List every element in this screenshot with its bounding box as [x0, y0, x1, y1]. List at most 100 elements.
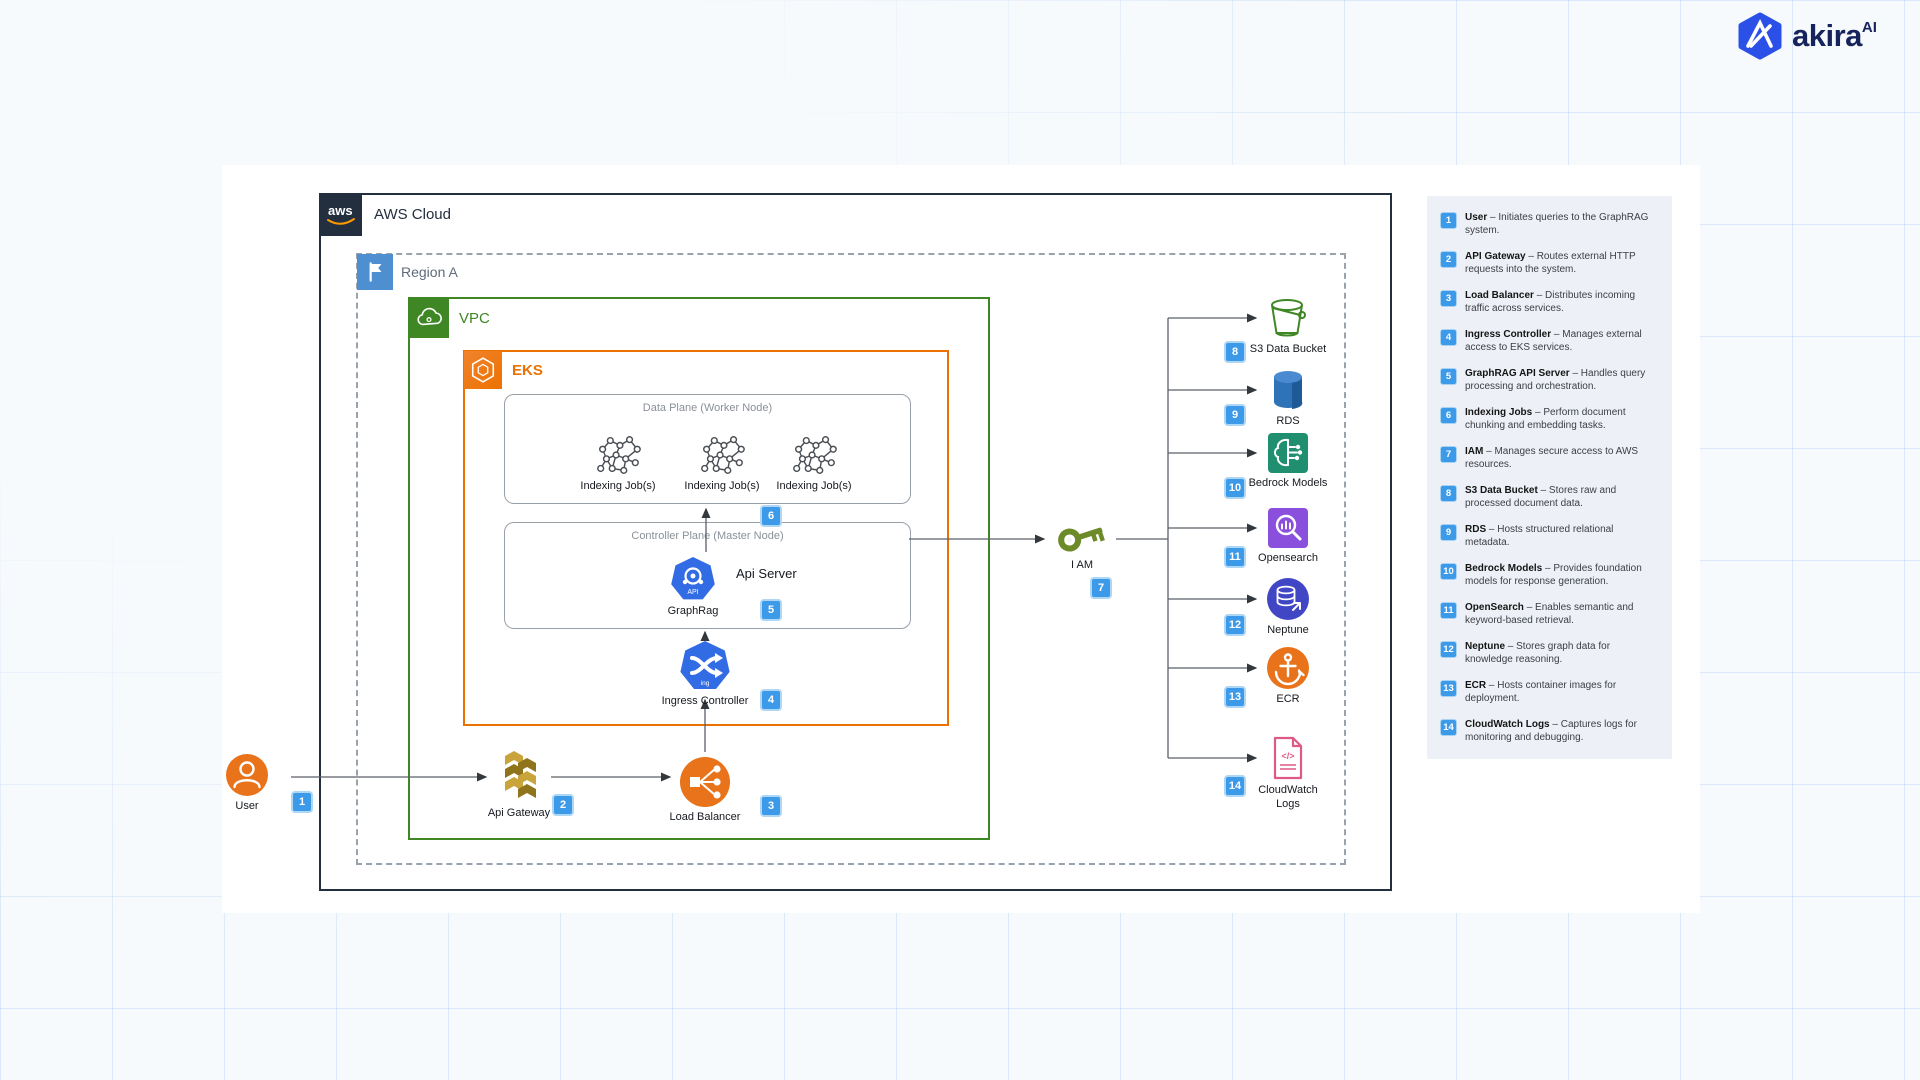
legend-item: 13 ECR – Hosts container images for depl… [1440, 679, 1659, 705]
ecr-node: ECR [1228, 646, 1348, 707]
legend-item-name: OpenSearch [1465, 601, 1524, 613]
api-gateway-icon [505, 751, 536, 798]
indexing-job-graph-icon [793, 436, 837, 474]
legend-item: 14 CloudWatch Logs – Captures logs for m… [1440, 718, 1659, 744]
legend-item: 10 Bedrock Models – Provides foundation … [1440, 562, 1659, 588]
legend-item-number: 8 [1440, 484, 1457, 502]
legend-item-name: RDS [1465, 523, 1487, 535]
bedrock-models-icon [1268, 433, 1308, 473]
legend-item-name: IAM [1465, 445, 1484, 457]
legend-item-number: 6 [1440, 406, 1457, 424]
legend-item-text: User – Initiates queries to the GraphRAG… [1465, 211, 1659, 237]
step-badge-1: 1 [291, 791, 313, 813]
legend-item-name: Neptune [1465, 640, 1505, 652]
legend-item-number: 13 [1440, 679, 1457, 697]
opensearch-icon [1268, 508, 1308, 548]
legend-item-text: API Gateway – Routes external HTTP reque… [1465, 250, 1659, 276]
legend-item: 12 Neptune – Stores graph data for knowl… [1440, 640, 1659, 666]
legend-panel: 1 User – Initiates queries to the GraphR… [1427, 196, 1672, 759]
region-label: Region A [401, 264, 458, 280]
bedrock-models-node: Bedrock Models [1228, 432, 1348, 491]
legend-item-desc: – Enables semantic and keyword-based ret… [1465, 601, 1634, 626]
legend-item-name: Load Balancer [1465, 289, 1534, 301]
legend-item-desc: – Provides foundation models for respons… [1465, 562, 1642, 587]
load-balancer-node: Load Balancer [645, 756, 765, 825]
legend-item-desc: – Hosts container images for deployment. [1465, 679, 1617, 704]
legend-item: 6 Indexing Jobs – Perform document chunk… [1440, 406, 1659, 432]
legend-item-text: Bedrock Models – Provides foundation mod… [1465, 562, 1659, 588]
svg-text:API: API [687, 589, 698, 596]
neptune-database-icon [1267, 578, 1309, 620]
svg-text:ing: ing [701, 680, 710, 687]
legend-item-text: Indexing Jobs – Perform document chunkin… [1465, 406, 1659, 432]
legend-item-text: GraphRAG API Server – Handles query proc… [1465, 367, 1659, 393]
legend-item-number: 1 [1440, 212, 1457, 229]
legend-item-number: 7 [1440, 445, 1457, 463]
cloudwatch-logs-icon: </> [1273, 736, 1303, 780]
legend-item-text: S3 Data Bucket – Stores raw and processe… [1465, 484, 1659, 510]
neptune-node: Neptune [1228, 577, 1348, 638]
svg-text:aws: aws [328, 203, 353, 218]
legend-item-number: 10 [1440, 562, 1457, 580]
legend-item-desc: – Manages external access to EKS service… [1465, 328, 1642, 354]
legend-item-desc: – Hosts structured relational metadata. [1465, 523, 1614, 548]
legend-item-text: CloudWatch Logs – Captures logs for moni… [1465, 718, 1659, 744]
eks-label: EKS [512, 362, 543, 379]
legend-item-desc: – Routes external HTTP requests into the… [1465, 250, 1636, 276]
svg-text:</>: </> [1281, 751, 1294, 761]
legend-item-name: User [1465, 212, 1488, 223]
legend-item-text: Neptune – Stores graph data for knowledg… [1465, 640, 1659, 666]
iam-key-icon [1058, 527, 1105, 552]
step-badge-9: 9 [1224, 404, 1246, 426]
user-icon [226, 754, 268, 796]
eks-hexagon-icon [464, 351, 502, 389]
api-server-label: Api Server [736, 566, 797, 581]
legend-item-name: Bedrock Models [1465, 562, 1543, 574]
legend-item-number: 5 [1440, 367, 1457, 385]
legend-item-name: GraphRAG API Server [1465, 367, 1570, 379]
legend-item-number: 3 [1440, 289, 1457, 307]
step-badge-4: 4 [760, 689, 782, 711]
brand-logo: akiraAI [1736, 12, 1877, 60]
ingress-shuffle-icon: ing [680, 641, 730, 689]
brand-name: akiraAI [1792, 18, 1877, 53]
legend-item-desc: – Stores raw and processed document data… [1465, 484, 1617, 509]
s3-bucket-icon [1271, 299, 1306, 337]
s3-data-bucket-node: S3 Data Bucket [1228, 296, 1348, 357]
ingress-controller-node: ing Ingress Controller [645, 640, 765, 709]
legend-item-desc: – Handles query processing and orchestra… [1465, 367, 1646, 393]
step-badge-7: 7 [1090, 577, 1112, 599]
kubernetes-api-icon: API [671, 557, 715, 600]
legend-item-text: ECR – Hosts container images for deploym… [1465, 679, 1659, 705]
legend-item-text: RDS – Hosts structured relational metada… [1465, 523, 1659, 549]
vpc-cloud-icon [409, 298, 449, 338]
vpc-label: VPC [459, 310, 490, 327]
legend-item: 11 OpenSearch – Enables semantic and key… [1440, 601, 1659, 627]
step-badge-11: 11 [1224, 546, 1246, 568]
indexing-job-node: Indexing Job(s) [762, 433, 866, 494]
data-plane-title: Data Plane (Worker Node) [642, 402, 773, 414]
step-badge-2: 2 [552, 794, 574, 816]
indexing-job-node: Indexing Job(s) [670, 433, 774, 494]
legend-item-desc: – Distributes incoming traffic across se… [1465, 289, 1636, 315]
step-badge-5: 5 [760, 599, 782, 621]
legend-item: 3 Load Balancer – Distributes incoming t… [1440, 289, 1659, 315]
legend-item-desc: – Manages secure access to AWS resources… [1465, 445, 1639, 470]
legend-item: 7 IAM – Manages secure access to AWS res… [1440, 445, 1659, 471]
legend-item-text: IAM – Manages secure access to AWS resou… [1465, 445, 1659, 471]
legend-item: 1 User – Initiates queries to the GraphR… [1440, 211, 1659, 237]
indexing-job-graph-icon [597, 436, 641, 474]
legend-item-text: Load Balancer – Distributes incoming tra… [1465, 289, 1659, 315]
graphrag-api-server-node: API GraphRag [633, 556, 753, 619]
aws-cloud-label: AWS Cloud [374, 206, 451, 223]
legend-item: 8 S3 Data Bucket – Stores raw and proces… [1440, 484, 1659, 510]
akira-logo-icon [1738, 12, 1782, 60]
region-box [356, 253, 1346, 865]
load-balancer-icon [680, 757, 730, 807]
legend-item-number: 2 [1440, 250, 1457, 268]
legend-item-number: 4 [1440, 328, 1457, 346]
step-badge-10: 10 [1224, 477, 1246, 499]
legend-item-name: ECR [1465, 679, 1487, 691]
step-badge-13: 13 [1224, 686, 1246, 708]
legend-item-text: OpenSearch – Enables semantic and keywor… [1465, 601, 1659, 627]
